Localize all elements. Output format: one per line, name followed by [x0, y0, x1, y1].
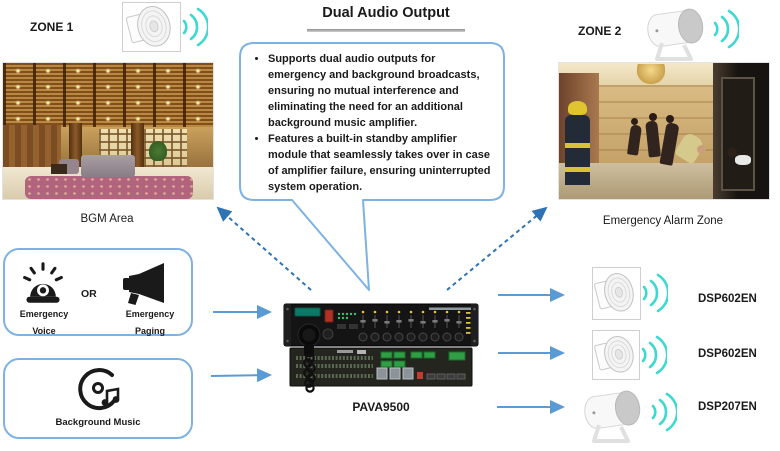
background-music-box: Background Music — [3, 358, 193, 439]
speaker-3-image — [584, 390, 641, 443]
wall-speaker-icon — [594, 335, 634, 373]
arrow-music-to-controller — [210, 368, 272, 383]
bgm-area-photo — [2, 62, 214, 200]
zone1-caption: BGM Area — [80, 213, 134, 225]
emergency-source-box: Emergency Voice OR Emergency Paging — [3, 248, 193, 336]
zone2-label: ZONE 2 — [578, 24, 622, 38]
megaphone-icon — [123, 263, 164, 305]
speaker-1-model: DSP602EN — [698, 293, 757, 305]
dashed-arrow-to-zone1 — [216, 206, 312, 291]
sound-waves-icon — [641, 335, 667, 375]
or-label: OR — [81, 288, 97, 300]
sound-waves-icon — [651, 392, 677, 432]
background-music-label: Background Music — [55, 417, 141, 428]
dashed-arrow-to-zone2 — [446, 206, 548, 291]
projection-speaker-icon — [647, 8, 704, 61]
speaker-2-image — [592, 330, 640, 380]
emergency-zone-photo — [558, 62, 770, 200]
wall-speaker-icon — [125, 5, 171, 47]
sound-waves-icon — [182, 7, 208, 47]
sound-waves-icon — [642, 273, 668, 313]
speaker-2-model: DSP602EN — [698, 348, 757, 360]
title-underline — [307, 29, 465, 32]
emergency-paging-label: Emergency Paging — [125, 309, 175, 337]
sound-waves-icon — [713, 9, 739, 49]
speaker-1-image — [592, 267, 641, 320]
zone1-speaker-image — [122, 2, 181, 52]
emergency-voice-label: Emergency Voice — [19, 309, 69, 337]
callout-bullet-1: Supports dual audio outputs for emergenc… — [268, 52, 496, 132]
speaker-3-model: DSP207EN — [698, 401, 757, 413]
cd-music-icon — [78, 368, 120, 411]
controller-image — [283, 303, 479, 393]
zone2-caption: Emergency Alarm Zone — [602, 215, 724, 227]
controller-model-label: PAVA9500 — [352, 400, 410, 414]
siren-icon — [23, 262, 63, 303]
callout-bullet-2: Features a built-in standby amplifier mo… — [268, 132, 496, 196]
wall-speaker-icon — [594, 273, 634, 312]
zone1-label: ZONE 1 — [30, 20, 74, 34]
callout-bubble — [239, 42, 505, 291]
page-title: Dual Audio Output — [322, 5, 450, 21]
callout-text: Supports dual audio outputs for emergenc… — [253, 52, 496, 195]
